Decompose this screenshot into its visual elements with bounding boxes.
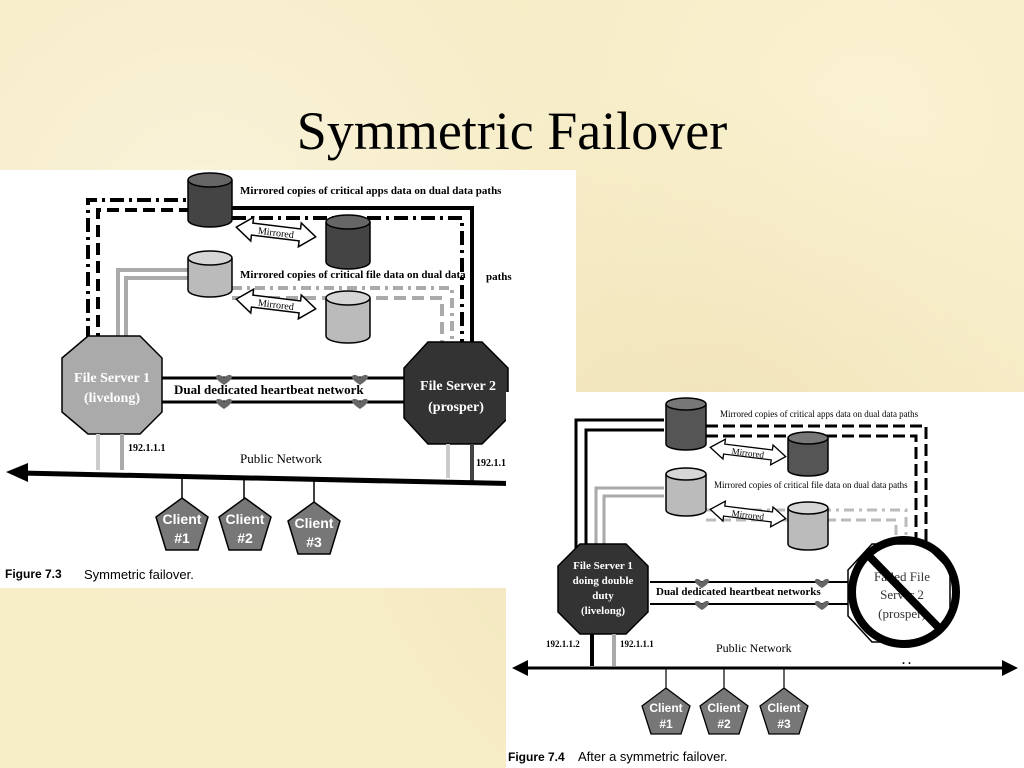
file-server-1: File Server 1 (livelong) xyxy=(61,335,163,435)
slide-title: Symmetric Failover xyxy=(296,101,728,161)
figure-number: Figure 7.3 xyxy=(5,567,62,581)
file-data-label-end: paths xyxy=(486,271,512,283)
server-1-name: File Server 1 xyxy=(74,371,150,386)
server-1-host: (livelong) xyxy=(84,391,140,406)
client-number: #3 xyxy=(777,717,791,731)
client-number: #2 xyxy=(237,530,253,546)
file-data-paths xyxy=(116,268,454,350)
client-1: Client #1 xyxy=(155,497,209,551)
heart-icon xyxy=(815,600,829,610)
client-label: Client xyxy=(295,515,334,531)
file-server-2: File Server 2 (prosper) xyxy=(403,341,509,445)
file-data-label: Mirrored copies of critical file data on… xyxy=(714,480,908,490)
server-2-host: (prosper) xyxy=(428,400,484,415)
mirrored-label: Mirrored xyxy=(257,226,294,241)
ip-address-server-1: 192.1.1.1 xyxy=(128,443,166,454)
client-number: #2 xyxy=(717,717,731,731)
figure-1-diagram: Mirrored copies of critical apps data on… xyxy=(5,172,576,582)
apps-data-label: Mirrored copies of critical apps data on… xyxy=(720,409,919,419)
dot-marks: . . xyxy=(902,653,911,667)
apps-data-disk-primary xyxy=(187,172,233,228)
mirrored-arrow-file: Mirrored xyxy=(709,499,787,529)
apps-data-paths xyxy=(86,198,474,350)
client-number: #1 xyxy=(174,530,190,546)
heart-icon xyxy=(352,398,368,409)
heartbeat-label: Dual dedicated heartbeat networks xyxy=(656,586,821,598)
figure-caption: Symmetric failover. xyxy=(84,567,194,582)
file-data-disk-primary xyxy=(187,250,233,298)
heartbeat-network: Dual dedicated heartbeat networks xyxy=(650,578,852,610)
heartbeat-network: Dual dedicated heartbeat network xyxy=(160,374,412,409)
file-data-label: Mirrored copies of critical file data on… xyxy=(240,269,466,281)
client-2: Client #2 xyxy=(218,497,272,551)
mirrored-label: Mirrored xyxy=(731,446,765,460)
client-label: Client xyxy=(649,701,682,715)
public-network: Public Network xyxy=(6,451,576,488)
heart-icon xyxy=(216,374,232,385)
ip-address-server-2: 192.1.1. xyxy=(476,458,509,469)
client-label: Client xyxy=(767,701,800,715)
ip-address-primary: 192.1.1.2 xyxy=(546,639,580,649)
apps-data-paths xyxy=(574,418,928,552)
heart-icon xyxy=(695,578,709,588)
heart-icon xyxy=(352,374,368,385)
client-label: Client xyxy=(226,511,265,527)
client-label: Client xyxy=(707,701,740,715)
client-1: Client #1 xyxy=(641,687,691,735)
file-data-disk-mirror xyxy=(787,501,829,551)
apps-data-disk-mirror xyxy=(325,214,371,270)
apps-data-disk-mirror xyxy=(787,431,829,477)
failed-file-server-2: Failed File Server 2 (prosper) xyxy=(847,536,960,648)
mirrored-arrow-apps: Mirrored xyxy=(235,215,317,249)
figure-symmetric-failover: Mirrored copies of critical apps data on… xyxy=(0,170,576,588)
failed-server-line: (prosper) xyxy=(878,606,926,621)
client-3: Client #3 xyxy=(287,501,341,555)
mirrored-arrow-apps: Mirrored xyxy=(709,437,787,467)
mirrored-arrow-file: Mirrored xyxy=(235,287,317,321)
figure-caption: After a symmetric failover. xyxy=(578,749,728,764)
ip-address-failover: 192.1.1.1 xyxy=(620,639,654,649)
server-2-name: File Server 2 xyxy=(420,379,496,394)
server-1-line: duty xyxy=(592,590,614,602)
figure-after-symmetric-failover: Mirrored copies of critical apps data on… xyxy=(506,392,1024,768)
server-1-line: File Server 1 xyxy=(573,560,633,572)
prohibited-icon xyxy=(848,536,960,648)
client-3: Client #3 xyxy=(759,687,809,735)
heart-icon xyxy=(216,398,232,409)
mirrored-label: Mirrored xyxy=(257,298,294,313)
file-data-disk-mirror xyxy=(325,290,371,344)
apps-data-disk-primary xyxy=(665,397,707,451)
server-1-line: doing double xyxy=(573,575,634,587)
public-network: Public Network xyxy=(512,641,1018,676)
client-number: #1 xyxy=(659,717,673,731)
file-server-1: File Server 1 doing double duty (livelon… xyxy=(557,543,649,635)
client-label: Client xyxy=(163,511,202,527)
public-network-label: Public Network xyxy=(240,451,322,466)
figure-number: Figure 7.4 xyxy=(508,750,565,764)
apps-data-label: Mirrored copies of critical apps data on… xyxy=(240,185,502,197)
heart-icon xyxy=(815,578,829,588)
public-network-label: Public Network xyxy=(716,641,792,655)
heartbeat-label: Dual dedicated heartbeat network xyxy=(174,382,364,397)
file-data-disk-primary xyxy=(665,467,707,517)
figure-2-diagram: Mirrored copies of critical apps data on… xyxy=(508,397,1018,764)
heart-icon xyxy=(695,600,709,610)
server-1-line: (livelong) xyxy=(581,605,625,617)
client-number: #3 xyxy=(306,534,322,550)
mirrored-label: Mirrored xyxy=(731,508,765,522)
client-2: Client #2 xyxy=(699,687,749,735)
